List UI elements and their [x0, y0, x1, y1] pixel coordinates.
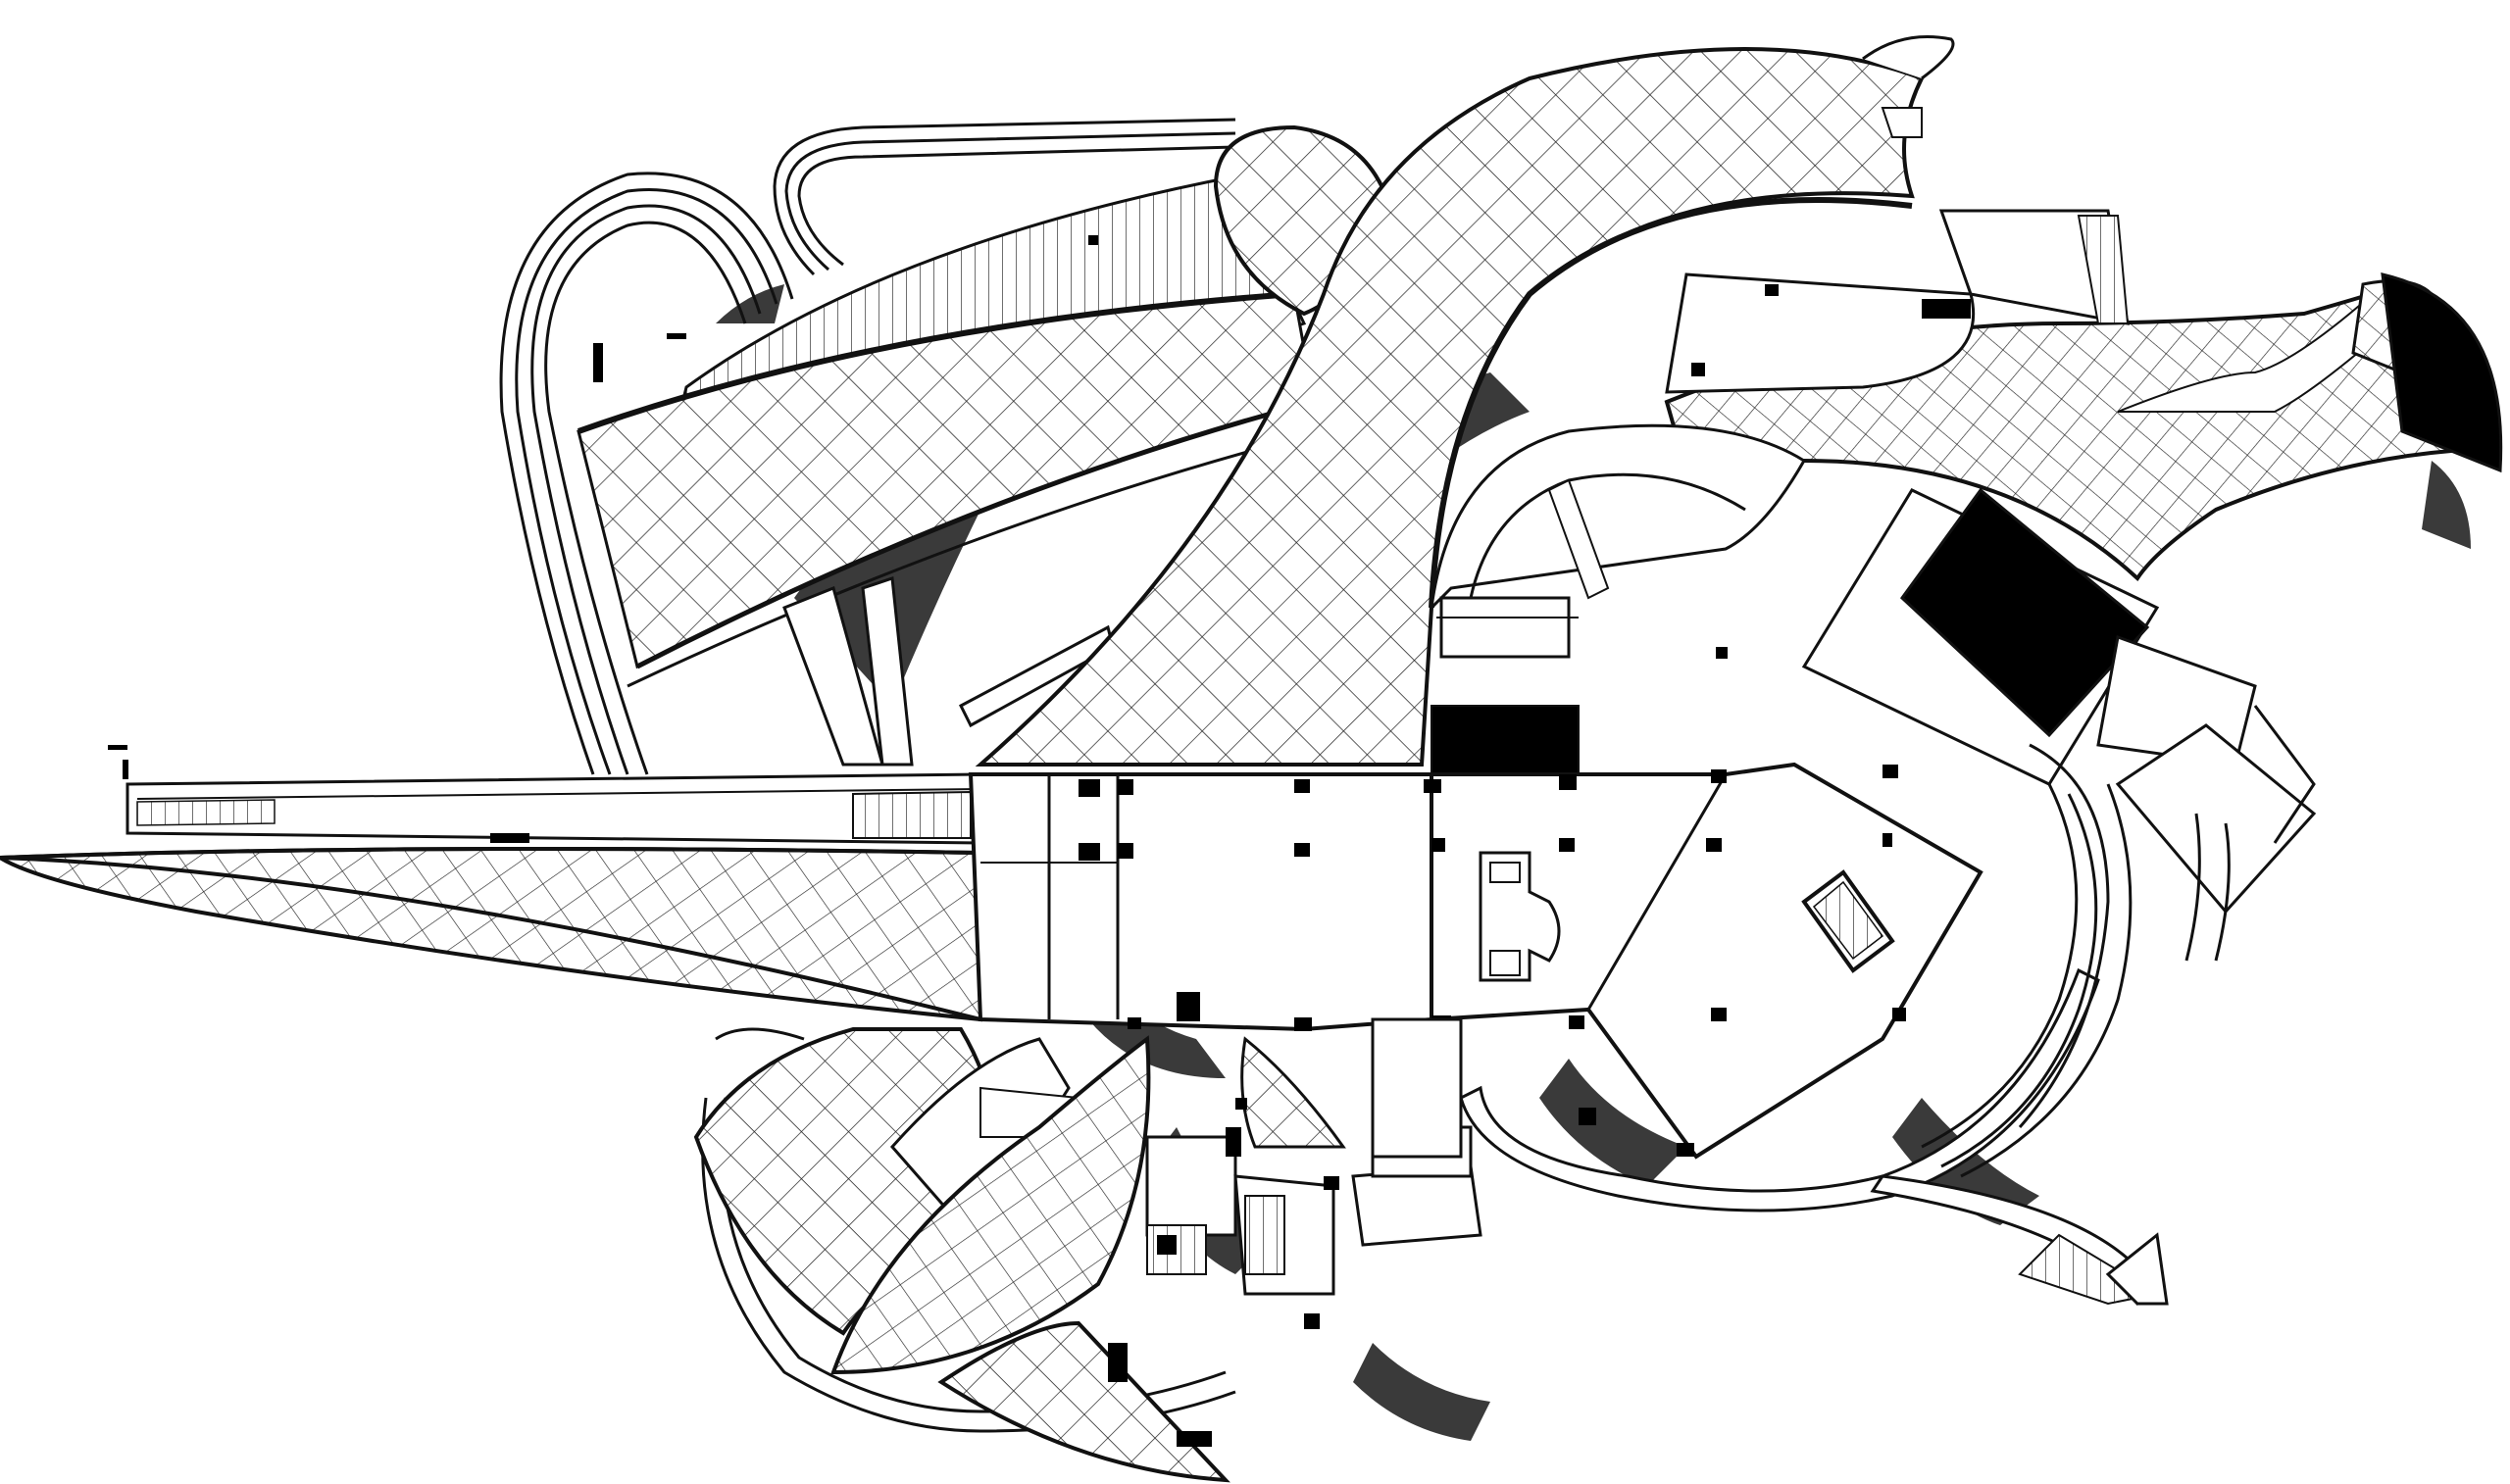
lower-sail-cluster	[693, 1017, 1482, 1483]
right-outer-rings	[2018, 705, 2316, 1128]
long-left-wing	[0, 772, 982, 1022]
columns	[1079, 765, 1906, 1157]
right-rotated-blocks	[1801, 487, 2317, 915]
top-loop-ramp	[773, 118, 1236, 276]
upper-left-glass-sail	[577, 174, 1325, 688]
upper-right-room	[1665, 209, 2130, 394]
dark-block-center	[1431, 705, 1580, 775]
sail-supports	[782, 575, 1115, 767]
right-tower-tip	[2105, 1232, 2169, 1306]
main-floor-plate	[968, 762, 1983, 1160]
central-atrium	[1429, 423, 1807, 659]
detail-marks	[108, 235, 1728, 1329]
main-sweeping-sail	[975, 35, 1955, 767]
left-loop-ramp	[499, 172, 794, 775]
